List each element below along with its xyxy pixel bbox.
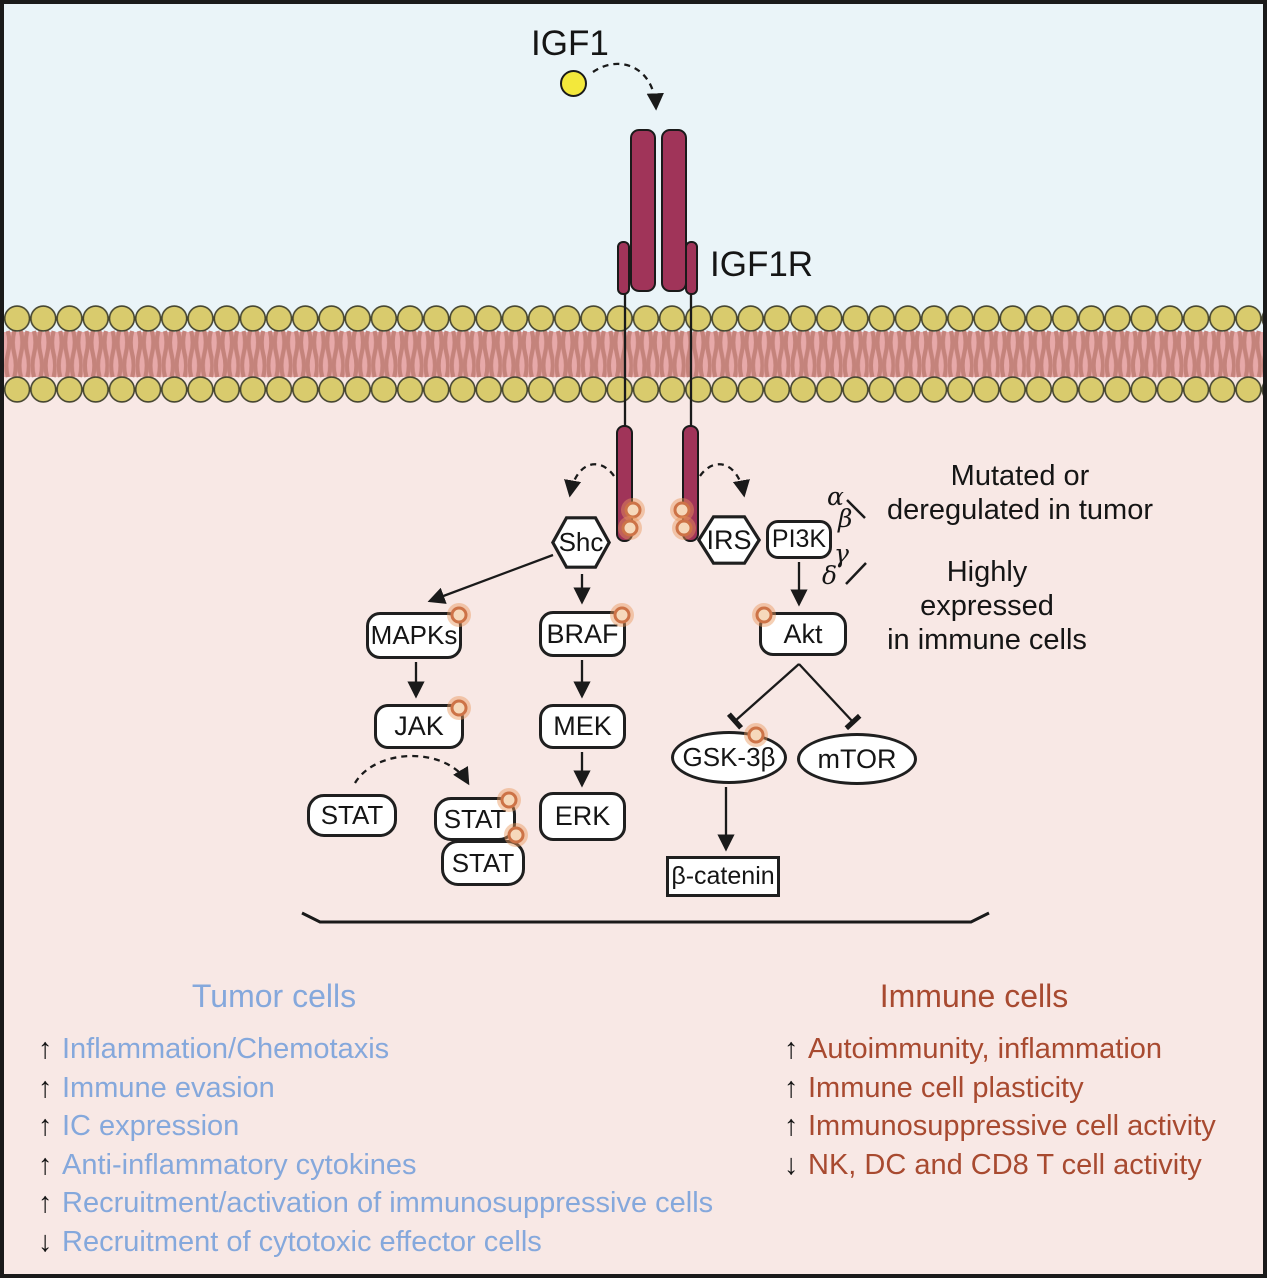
- down-arrow-icon: ↓: [784, 1148, 799, 1181]
- phospho-icon: [747, 726, 765, 744]
- isoform-gamma-label: γ: [834, 539, 849, 568]
- ligand-label: IGF1: [531, 24, 609, 63]
- immune-cells-title: Immune cells: [879, 978, 1069, 1014]
- phospho-icon: [673, 501, 691, 519]
- phospho-icon: [621, 519, 639, 537]
- node-irs: IRS: [697, 515, 761, 565]
- list-item: ↑ IC expression: [38, 1107, 713, 1146]
- list-item: ↓ Recruitment of cytotoxic effector cell…: [38, 1223, 713, 1262]
- list-item: ↑ Autoimmunity, inflammation: [784, 1030, 1216, 1069]
- tumor-cells-title: Tumor cells: [191, 978, 357, 1014]
- node-mtor: mTOR: [797, 733, 917, 785]
- node-pi3k: PI3K: [766, 520, 832, 559]
- list-item-text: Inflammation/Chemotaxis: [62, 1033, 390, 1065]
- receptor-alpha-chain-right: [661, 129, 687, 292]
- igf1-ligand-icon: [560, 70, 587, 97]
- list-item: ↑ Anti-inflammatory cytokines: [38, 1146, 713, 1185]
- up-arrow-icon: ↑: [38, 1148, 53, 1181]
- list-item: ↑ Immune cell plasticity: [784, 1069, 1216, 1108]
- annotation-line: Highly expressed: [920, 556, 1054, 622]
- up-arrow-icon: ↑: [38, 1071, 53, 1104]
- node-akt: Akt: [759, 612, 847, 656]
- hexagon-shape: [697, 515, 761, 565]
- phospho-icon: [500, 791, 518, 809]
- down-arrow-icon: ↓: [38, 1225, 53, 1258]
- up-arrow-icon: ↑: [784, 1033, 799, 1065]
- isoform-beta-label: β: [838, 504, 853, 533]
- immune-effects-list: ↑ Autoimmunity, inflammation ↑ Immune ce…: [784, 1030, 1216, 1184]
- list-item-text: Immune cell plasticity: [808, 1071, 1084, 1104]
- node-stat-dimer-bottom: STAT: [441, 840, 525, 886]
- list-item-text: IC expression: [62, 1110, 240, 1143]
- node-erk: ERK: [539, 792, 626, 841]
- up-arrow-icon: ↑: [784, 1071, 799, 1104]
- phospho-icon: [507, 826, 525, 844]
- list-item-text: Recruitment/activation of immunosuppress…: [62, 1187, 714, 1220]
- list-item-text: Recruitment of cytotoxic effector cells: [62, 1225, 542, 1258]
- intracellular-region: [4, 404, 1263, 1274]
- receptor-label: IGF1R: [710, 245, 814, 284]
- list-item-text: Autoimmunity, inflammation: [808, 1033, 1163, 1065]
- phospho-icon: [755, 606, 773, 624]
- annotation-line: deregulated in tumor: [887, 494, 1153, 526]
- list-item: ↑ Inflammation/Chemotaxis: [38, 1030, 713, 1069]
- phospho-icon: [450, 606, 468, 624]
- isoform-delta-label: δ: [822, 561, 838, 590]
- phospho-icon: [613, 606, 631, 624]
- node-braf: BRAF: [539, 611, 626, 657]
- node-mek: MEK: [539, 704, 626, 749]
- node-gsk3b: GSK-3β: [671, 731, 787, 784]
- phospho-icon: [450, 699, 468, 717]
- receptor-beta-ecto-left: [617, 241, 630, 295]
- list-item: ↑ Immune evasion: [38, 1069, 713, 1108]
- annotation-line: Mutated or: [950, 460, 1090, 492]
- up-arrow-icon: ↑: [784, 1110, 799, 1143]
- immune-isoform-annotation: Highly expressed in immune cells: [877, 555, 1097, 657]
- up-arrow-icon: ↑: [38, 1110, 53, 1143]
- node-jak: JAK: [374, 704, 464, 749]
- receptor-beta-ecto-right: [685, 241, 698, 295]
- node-stat-free: STAT: [307, 794, 397, 837]
- up-arrow-icon: ↑: [38, 1033, 53, 1065]
- hexagon-shape: [551, 516, 611, 569]
- node-label: IRS: [706, 524, 752, 555]
- node-shc: Shc: [551, 516, 611, 569]
- node-mapks: MAPKs: [366, 612, 462, 659]
- node-label: Shc: [558, 527, 604, 557]
- up-arrow-icon: ↑: [38, 1187, 53, 1220]
- list-item: ↓ NK, DC and CD8 T cell activity: [784, 1146, 1216, 1185]
- list-item-text: Immune evasion: [62, 1071, 275, 1104]
- annotation-line: in immune cells: [887, 624, 1087, 656]
- plasma-membrane: [4, 304, 1263, 404]
- phospho-icon: [624, 501, 642, 519]
- list-item-text: Immunosuppressive cell activity: [808, 1110, 1216, 1143]
- list-item: ↑ Recruitment/activation of immunosuppre…: [38, 1184, 713, 1223]
- node-bcatenin: β-catenin: [666, 856, 780, 897]
- phospho-icon: [675, 519, 693, 537]
- node-stat-dimer-top: STAT: [434, 797, 516, 841]
- tumor-isoform-annotation: Mutated or deregulated in tumor: [884, 459, 1156, 527]
- tumor-effects-list: ↑ Inflammation/Chemotaxis ↑ Immune evasi…: [38, 1030, 713, 1262]
- receptor-alpha-chain-left: [630, 129, 656, 292]
- lipid-bilayer-graphic: [4, 304, 1263, 404]
- list-item-text: Anti-inflammatory cytokines: [62, 1148, 417, 1181]
- list-item-text: NK, DC and CD8 T cell activity: [808, 1148, 1202, 1181]
- isoform-alpha-label: α: [827, 482, 844, 511]
- list-item: ↑ Immunosuppressive cell activity: [784, 1107, 1216, 1146]
